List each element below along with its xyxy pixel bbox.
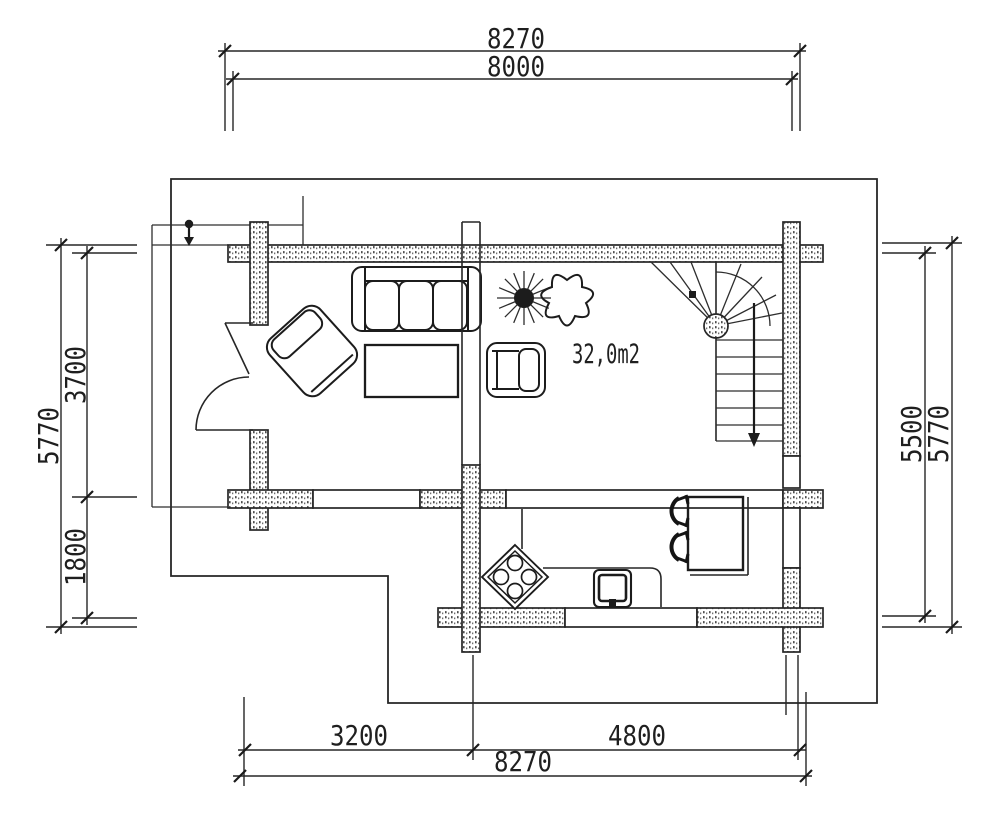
wall-mid-1 xyxy=(227,489,314,509)
dim-label-top-inner: 8000 xyxy=(487,50,545,83)
wall-mid-passage xyxy=(505,489,784,509)
stair-symbol xyxy=(650,261,783,447)
room-area-label: 32,0m2 xyxy=(572,339,640,370)
wall-right-window2 xyxy=(782,507,801,569)
dimension-top: 8270 8000 xyxy=(218,22,807,131)
plant-flower-symbol xyxy=(540,273,594,327)
dim-label-left-lower: 1800 xyxy=(59,528,92,586)
entry-arrow-icon xyxy=(184,219,194,246)
wall-right-upper xyxy=(782,221,801,457)
walls xyxy=(227,221,824,653)
coffee-table-symbol xyxy=(363,343,460,399)
dim-label-left-upper: 3700 xyxy=(59,346,92,404)
armchair-right-symbol xyxy=(486,342,546,398)
dimension-bottom: 3200 4800 8270 xyxy=(233,655,813,786)
wall-right-window xyxy=(782,455,801,489)
stair-post xyxy=(689,291,696,298)
wall-bottom-window xyxy=(564,607,698,628)
dim-label-right-outer: 5770 xyxy=(922,405,955,463)
wall-mid-opening xyxy=(312,489,421,509)
dining-chair-symbol xyxy=(669,494,690,528)
dimension-left: 5770 3700 1800 xyxy=(32,238,137,634)
sofa-symbol xyxy=(351,266,482,332)
wall-left-lower xyxy=(249,429,269,531)
dimension-right: 5500 5770 xyxy=(882,236,962,634)
wall-partition-upper xyxy=(461,221,481,465)
kitchen-counter xyxy=(521,509,662,607)
wall-partition-lower xyxy=(461,464,481,653)
wall-left-upper xyxy=(249,221,269,326)
stair-direction-arrow-icon xyxy=(748,303,760,447)
sink-symbol xyxy=(592,568,633,609)
site-boundary xyxy=(170,178,878,704)
dim-label-right-inner: 5500 xyxy=(895,405,928,463)
entry-porch xyxy=(151,196,304,508)
dining-chair-symbol xyxy=(669,530,690,564)
entry-door-symbol xyxy=(195,322,253,431)
dim-label-left-overall: 5770 xyxy=(32,407,65,465)
dim-label-top-outer: 8270 xyxy=(487,22,545,55)
armchair-corner-symbol xyxy=(265,304,359,398)
wall-top xyxy=(227,244,824,263)
stair-newel-post xyxy=(703,313,729,339)
wall-bottom-1 xyxy=(437,607,566,628)
dim-label-bottom-right: 4800 xyxy=(608,719,666,752)
dim-label-bottom-overall: 8270 xyxy=(494,745,552,778)
stove-symbol xyxy=(480,543,550,611)
wall-mid-logend xyxy=(782,489,824,509)
dim-label-bottom-left: 3200 xyxy=(330,719,388,752)
wall-bottom-2 xyxy=(696,607,824,628)
